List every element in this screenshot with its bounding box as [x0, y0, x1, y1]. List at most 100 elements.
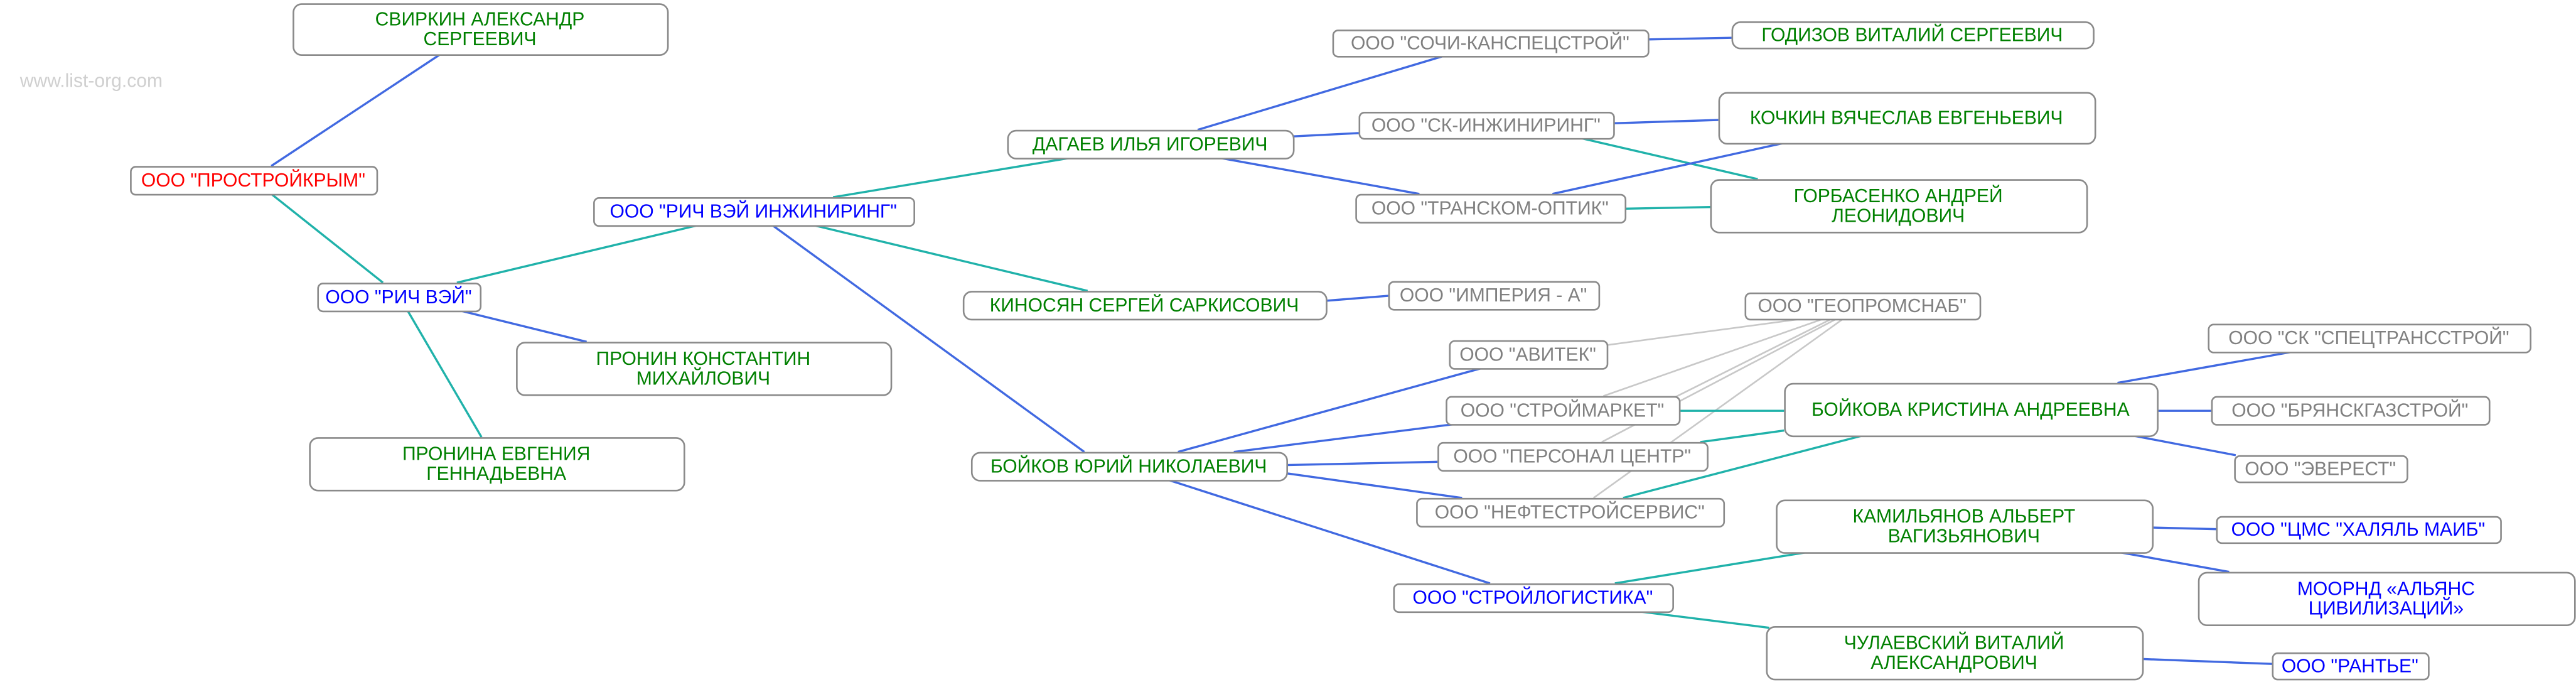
- node-label: ПРОНИНА ЕВГЕНИЯ: [402, 444, 590, 465]
- node-label: ООО "СТРОЙЛОГИСТИКА": [1413, 587, 1653, 609]
- node-label: ООО "ГЕОПРОМСНАБ": [1758, 296, 1966, 317]
- edge-boykova-everest: [2132, 434, 2236, 457]
- node-richway_eng[interactable]: ООО "РИЧ ВЭЙ ИНЖИНИРИНГ": [593, 197, 915, 227]
- node-box: [1437, 441, 1709, 472]
- node-box: [1007, 129, 1295, 160]
- edge-dagaev-sk_eng: [1292, 132, 1359, 138]
- edge-boykov-avitek: [1178, 367, 1483, 453]
- node-dagaev[interactable]: ДАГАЕВ ИЛЬЯ ИГОРЕВИЧ: [1007, 129, 1295, 160]
- edge-avitek-geopromsnab: [1606, 318, 1803, 346]
- node-sk_spectr[interactable]: ООО "СК "СПЕЦТРАНССТРОЙ": [2208, 323, 2531, 354]
- node-imperia[interactable]: ООО "ИМПЕРИЯ - А": [1388, 281, 1601, 311]
- node-label: АЛЕКСАНДРОВИЧ: [1870, 652, 2037, 673]
- node-richway[interactable]: ООО "РИЧ ВЭЙ": [317, 283, 482, 313]
- node-label: ЦИВИЛИЗАЦИЙ»: [2309, 598, 2464, 619]
- node-label: КОЧКИН ВЯЧЕСЛАВ ЕВГЕНЬЕВИЧ: [1750, 108, 2063, 129]
- node-rantye[interactable]: ООО "РАНТЬЕ": [2272, 652, 2430, 681]
- node-box: [1710, 179, 2088, 234]
- edge-boykov-stroymarket: [1233, 423, 1456, 453]
- node-box: [309, 437, 685, 492]
- node-box: [1784, 382, 2159, 438]
- edge-richway-pronina: [406, 310, 483, 438]
- node-box: [1332, 30, 1650, 58]
- edge-neftestroy-boykova: [1623, 434, 1864, 499]
- node-box: [2208, 323, 2531, 354]
- node-label: ООО "РИЧ ВЭЙ": [325, 286, 471, 308]
- node-boykov[interactable]: БОЙКОВ ЮРИЙ НИКОЛАЕВИЧ: [970, 452, 1288, 482]
- node-label: КИНОСЯН СЕРГЕЙ САРКИСОВИЧ: [990, 295, 1299, 316]
- edge-stroylog-chulaevsky: [1638, 610, 1769, 629]
- node-avitek[interactable]: ООО "АВИТЕК": [1449, 340, 1609, 370]
- node-godizov[interactable]: ГОДИЗОВ ВИТАЛИЙ СЕРГЕЕВИЧ: [1731, 21, 2095, 50]
- edge-boykova-sk_spectr: [2117, 350, 2294, 384]
- edge-boykov-personal: [1286, 460, 1438, 467]
- watermark: www.list-org.com: [19, 71, 163, 92]
- node-label: ООО "НЕФТЕСТРОЙСЕРВИС": [1435, 502, 1705, 523]
- edge-richway_eng-boykov: [771, 224, 1085, 453]
- node-box: [292, 3, 669, 56]
- edge-sochi-godizov: [1648, 36, 1732, 41]
- edge-stroylog-kamilyanov: [1614, 551, 1808, 585]
- edge-boykov-stroylog: [1167, 479, 1491, 585]
- node-box: [317, 283, 482, 313]
- node-label: ООО "СОЧИ-КАНСПЕЦСТРОЙ": [1351, 33, 1629, 54]
- node-personal[interactable]: ООО "ПЕРСОНАЛ ЦЕНТР": [1437, 441, 1709, 472]
- node-sochi[interactable]: ООО "СОЧИ-КАНСПЕЦСТРОЙ": [1332, 30, 1650, 58]
- node-label: СЕРГЕЕВИЧ: [424, 29, 537, 50]
- edge-kamilyanov-cms: [2152, 526, 2216, 531]
- node-box: [130, 166, 378, 196]
- node-box: [1355, 193, 1627, 224]
- node-box: [1766, 626, 2144, 681]
- node-label: ООО "АВИТЕК": [1459, 344, 1596, 365]
- node-label: ЧУЛАЕВСКИЙ ВИТАЛИЙ: [1844, 632, 2064, 654]
- node-box: [1388, 281, 1601, 311]
- node-everest[interactable]: ООО "ЭВЕРЕСТ": [2234, 455, 2408, 484]
- node-box: [1731, 21, 2095, 50]
- node-label: ООО "ИМПЕРИЯ - А": [1400, 285, 1587, 306]
- node-kochkin[interactable]: КОЧКИН ВЯЧЕСЛАВ ЕВГЕНЬЕВИЧ: [1718, 92, 2096, 145]
- node-prostroykrym[interactable]: ООО "ПРОСТРОЙКРЫМ": [130, 166, 378, 196]
- node-label: ГОДИЗОВ ВИТАЛИЙ СЕРГЕЕВИЧ: [1761, 24, 2063, 45]
- edge-sk_eng-kochkin: [1613, 119, 1719, 124]
- node-label: КАМИЛЬЯНОВ АЛЬБЕРТ: [1852, 506, 2075, 527]
- node-box: [1776, 499, 2154, 554]
- node-box: [2272, 652, 2430, 681]
- node-stroymarket[interactable]: ООО "СТРОЙМАРКЕТ": [1446, 396, 1681, 426]
- node-bryansk[interactable]: ООО "БРЯНСКГАЗСТРОЙ": [2211, 396, 2491, 426]
- node-label: ООО "ПЕРСОНАЛ ЦЕНТР": [1453, 447, 1691, 467]
- node-box: [2234, 455, 2408, 484]
- node-label: ВАГИЗЬЯНОВИЧ: [1888, 526, 2040, 547]
- node-geopromsnab[interactable]: ООО "ГЕОПРОМСНАБ": [1744, 292, 1982, 321]
- node-kinosyan[interactable]: КИНОСЯН СЕРГЕЙ САРКИСОВИЧ: [962, 291, 1328, 321]
- node-boykova[interactable]: БОЙКОВА КРИСТИНА АНДРЕЕВНА: [1784, 382, 2159, 438]
- node-label: ООО "СК-ИНЖИНИРИНГ": [1371, 115, 1601, 136]
- edge-prostroykrym-richway: [271, 193, 384, 284]
- node-label: ГОРБАСЕНКО АНДРЕЙ: [1794, 185, 2003, 207]
- node-label: ООО "ПРОСТРОЙКРЫМ": [141, 170, 365, 191]
- edge-personal-boykova: [1700, 429, 1784, 443]
- edge-svirkin-prostroykrym: [271, 53, 441, 167]
- edge-sk_eng-gorbasenko: [1580, 137, 1758, 180]
- node-box: [2216, 516, 2502, 544]
- node-label: ООО "СТРОЙМАРКЕТ": [1461, 399, 1665, 421]
- node-label: ДАГАЕВ ИЛЬЯ ИГОРЕВИЧ: [1033, 134, 1268, 154]
- node-box: [1449, 340, 1609, 370]
- node-neftestroy[interactable]: ООО "НЕФТЕСТРОЙСЕРВИС": [1416, 497, 1725, 528]
- node-cms[interactable]: ООО "ЦМС "ХАЛЯЛЬ МАИБ": [2216, 516, 2502, 544]
- edge-stroymarket-geopromsnab: [1663, 318, 1832, 404]
- edge-stroymarket-geopromsnab: [1603, 318, 1824, 397]
- node-stroylog[interactable]: ООО "СТРОЙЛОГИСТИКА": [1393, 583, 1674, 614]
- node-label: ООО "ЭВЕРЕСТ": [2245, 458, 2396, 479]
- node-sk_eng[interactable]: ООО "СК-ИНЖИНИРИНГ": [1358, 111, 1615, 140]
- node-box: [1416, 497, 1725, 528]
- edge-richway_eng-kinosyan: [813, 224, 1088, 292]
- node-transkom[interactable]: ООО "ТРАНСКОМ-ОПТИК": [1355, 193, 1627, 224]
- node-label: ООО "РАНТЬЕ": [2282, 656, 2418, 676]
